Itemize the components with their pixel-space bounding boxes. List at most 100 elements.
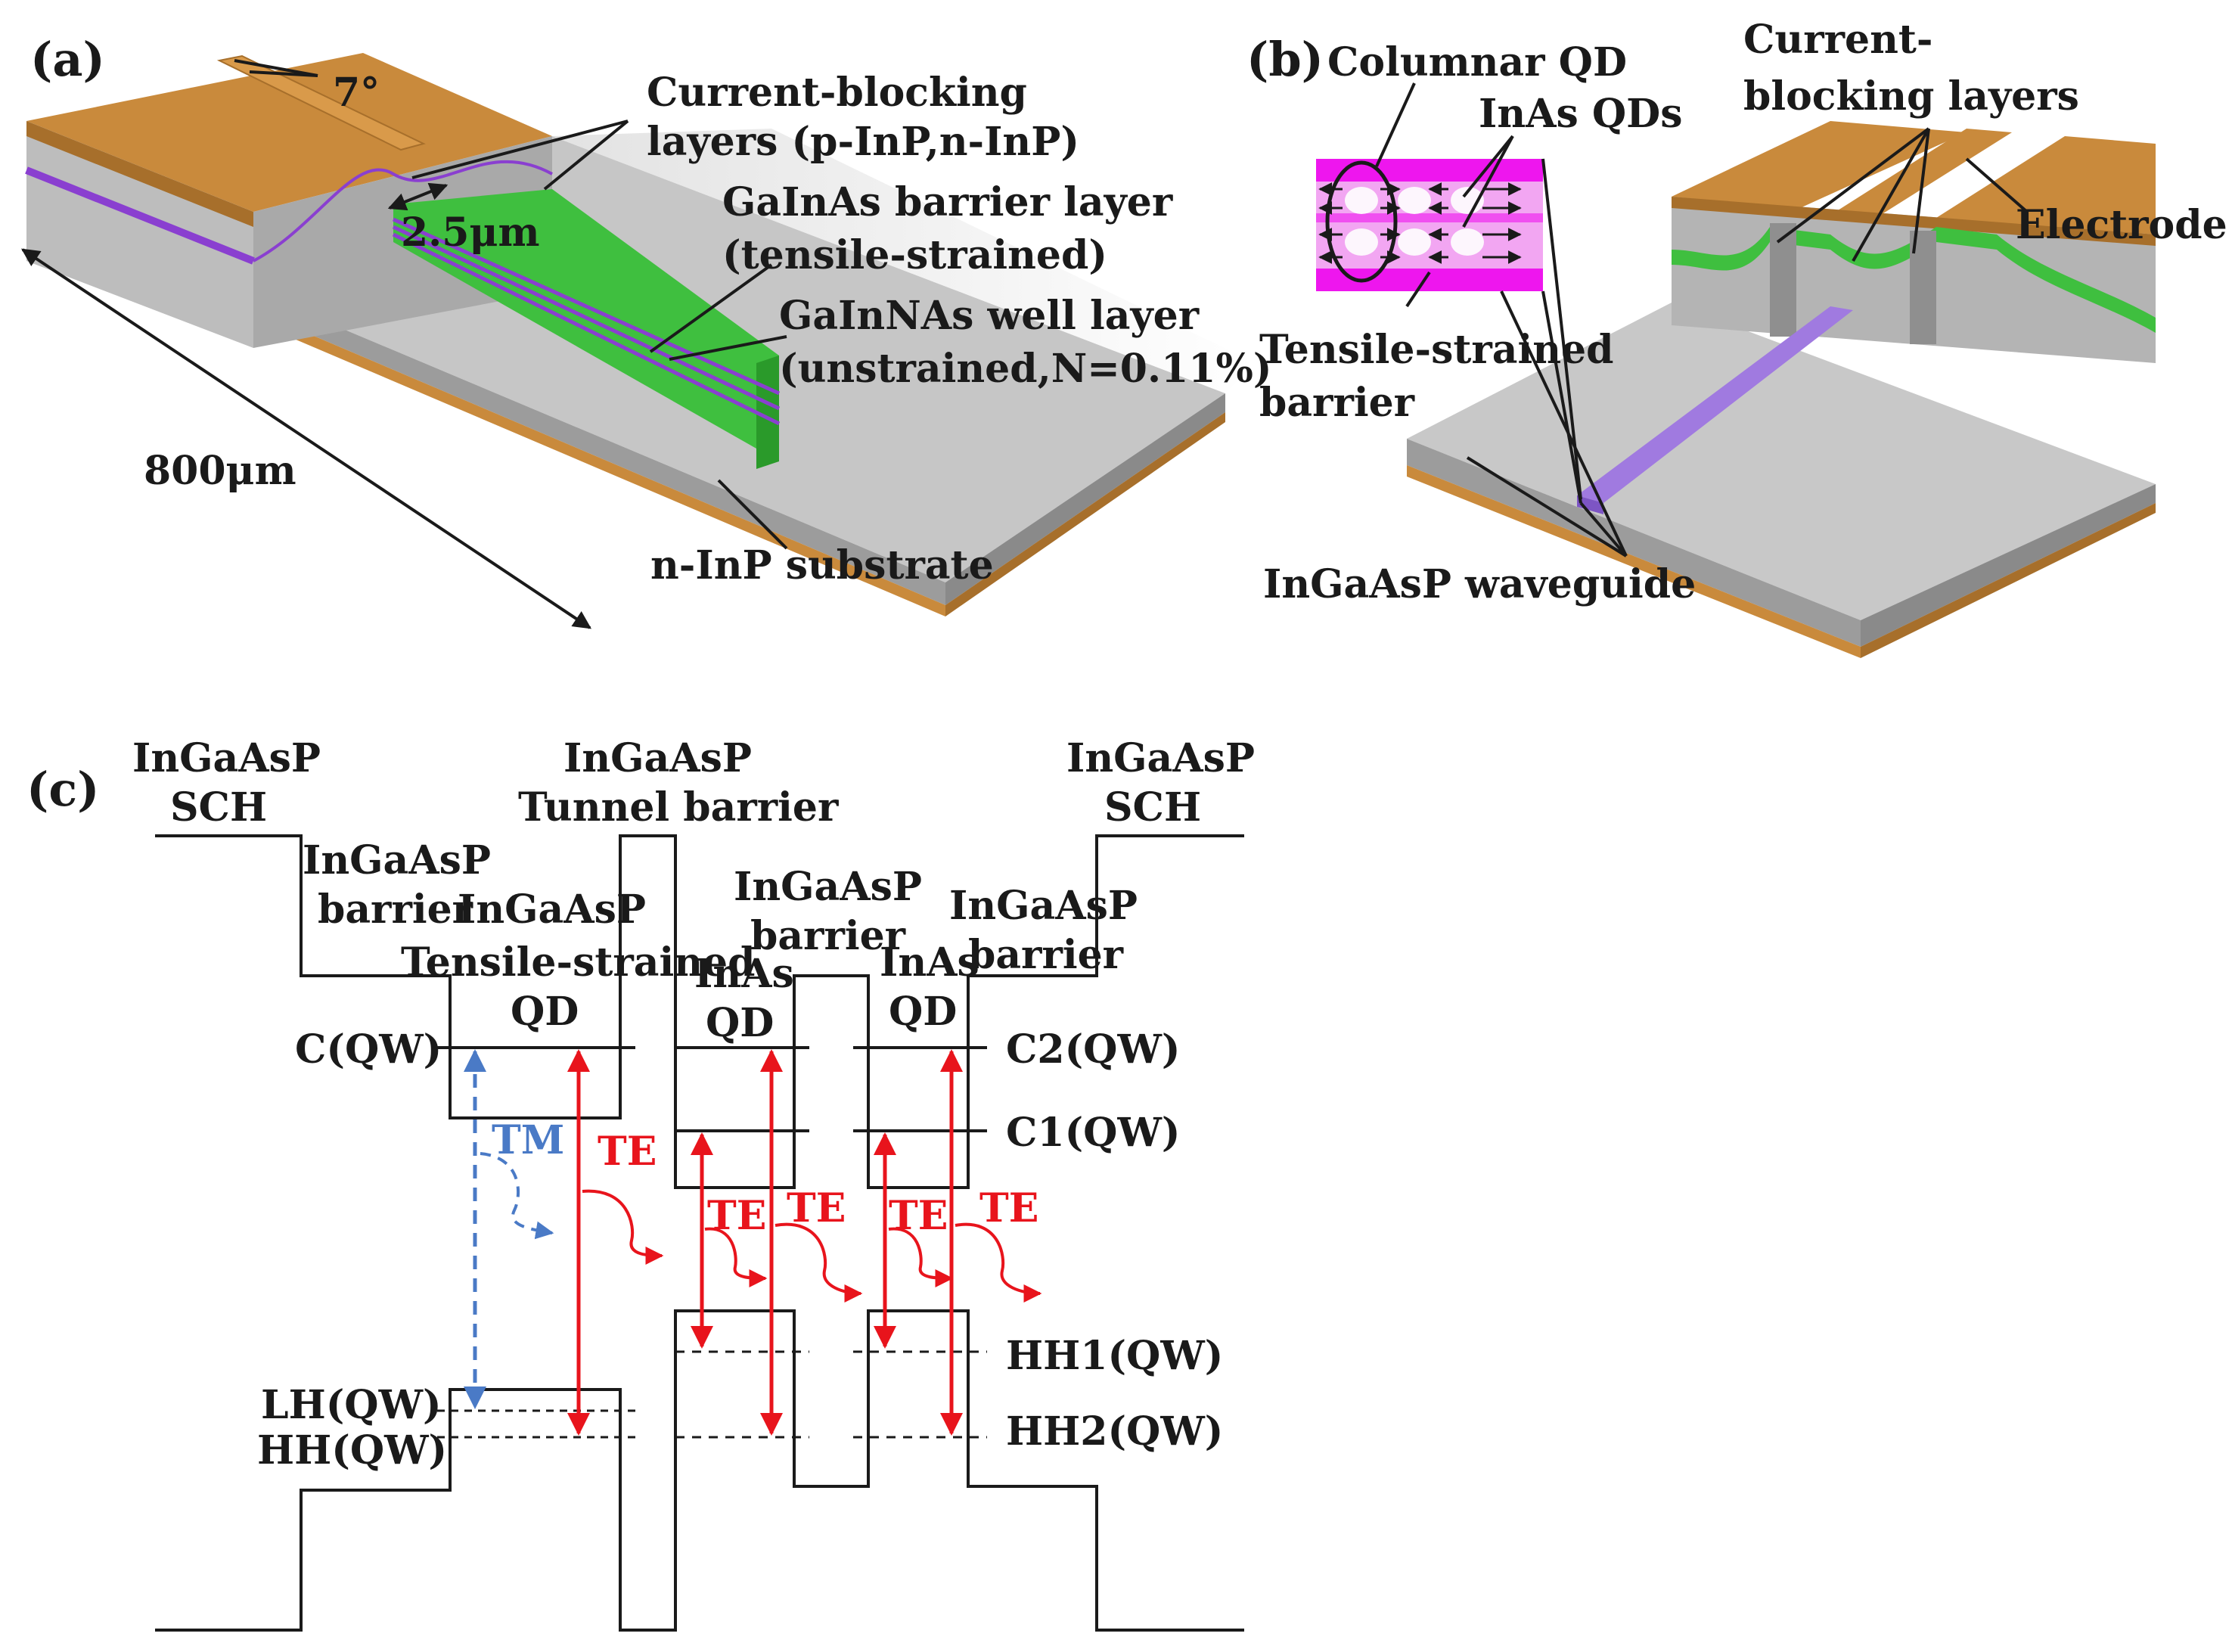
b-substrate-top bbox=[1407, 303, 2156, 620]
sch-left-label-2: SCH bbox=[170, 784, 267, 831]
angle-label: 7° bbox=[333, 70, 380, 116]
te-emission-2 bbox=[704, 1227, 768, 1287]
b-inset-top-barrier bbox=[1316, 159, 1543, 182]
ridge-width-arrow bbox=[387, 182, 449, 211]
leader-cb-1 bbox=[543, 120, 629, 191]
current-blocking-label-2: layers (p-InP,n-InP) bbox=[647, 119, 1079, 165]
panel-a: 7° 2.5μm 800μm (a) Current-blocking laye… bbox=[21, 32, 1271, 629]
te-label-5: TE bbox=[979, 1185, 1038, 1231]
barrier-left-label-2: barrier bbox=[318, 887, 473, 933]
tunnel-barrier-label-1: InGaAsP bbox=[563, 735, 752, 781]
b-inset-to-wg-1 bbox=[1541, 158, 1582, 500]
ridge-width-label: 2.5μm bbox=[401, 210, 540, 256]
tm-label: TM bbox=[492, 1117, 564, 1163]
barrier-mid-label-1: InGaAsP bbox=[734, 864, 922, 910]
b-leader-wg-2 bbox=[1500, 290, 1628, 557]
barrier-left-label-1: InGaAsP bbox=[303, 837, 491, 883]
b-trench-1 bbox=[1770, 223, 1796, 337]
b-current-blocking-label-2: blocking layers bbox=[1743, 73, 2079, 120]
leader-well bbox=[669, 335, 787, 361]
hh-qw-label: HH(QW) bbox=[257, 1427, 447, 1473]
panel-c-label: (c) bbox=[26, 762, 99, 817]
b-mesa-top-right bbox=[1936, 136, 2156, 234]
tensile-qd-label-2: Tensile-strained bbox=[401, 939, 755, 986]
te-label-4: TE bbox=[889, 1193, 948, 1239]
b-inset-to-wg-2 bbox=[1541, 290, 1582, 504]
b-leader-inas-2 bbox=[1462, 135, 1514, 228]
b-leader-cb-1 bbox=[1776, 127, 1930, 244]
b-substrate-right bbox=[1861, 484, 2156, 647]
substrate-label: n-InP substrate bbox=[650, 542, 994, 588]
b-current-blocking-label-1: Current- bbox=[1743, 17, 1932, 63]
te-emission-5 bbox=[955, 1222, 1042, 1303]
inas-qd2-label-1: InAs bbox=[880, 939, 979, 986]
tunnel-barrier-label-2: Tunnel barrier bbox=[518, 784, 839, 831]
tm-emission bbox=[480, 1152, 554, 1240]
waveguide-label: InGaAsP waveguide bbox=[1263, 561, 1696, 607]
inas-qd1-label-2: QD bbox=[706, 1000, 774, 1046]
panel-c: TM TE TE TE TE TE (c) InGaAsP SCH InGaAs… bbox=[26, 735, 1255, 1632]
b-leader-tensile bbox=[1405, 271, 1431, 308]
barrier-right-label-2: barrier bbox=[968, 932, 1124, 978]
b-inset-domes bbox=[1345, 187, 1484, 256]
tensile-barrier-label-1: Tensile-strained bbox=[1259, 327, 1613, 373]
tensile-qd-label-1: InGaAsP bbox=[458, 887, 646, 933]
barrier-mid-label-2: barrier bbox=[750, 913, 906, 959]
b-leader-wg-1 bbox=[1466, 456, 1628, 557]
barrier-layer-label-2: (tensile-strained) bbox=[722, 232, 1107, 278]
b-inset-bottom-barrier bbox=[1316, 269, 1543, 291]
ridge bbox=[216, 54, 426, 151]
b-columnar-qd-ellipse bbox=[1325, 160, 1398, 283]
sch-right-label-2: SCH bbox=[1104, 784, 1201, 831]
b-mesa-orange-edge bbox=[1672, 197, 2156, 246]
hh2-qw-label: HH2(QW) bbox=[1006, 1408, 1223, 1455]
leader-cb-2 bbox=[411, 120, 629, 179]
b-inset-arrows bbox=[1318, 182, 1522, 264]
substrate-right bbox=[945, 393, 1225, 605]
b-substrate-orange bbox=[1407, 465, 1861, 658]
length-arrow bbox=[21, 248, 591, 629]
b-leader-electrode bbox=[1965, 157, 2029, 213]
well-layer-label-2: (unstrained,N=0.11%) bbox=[779, 346, 1271, 392]
inas-qd2-label-2: QD bbox=[889, 989, 957, 1035]
valence-band bbox=[155, 1309, 1244, 1632]
fade-region bbox=[552, 129, 1256, 393]
panel-b-label: (b) bbox=[1246, 32, 1324, 87]
conduction-band bbox=[155, 834, 1244, 1189]
b-leader-wg-3 bbox=[1579, 502, 1628, 557]
barrier-right-label-1: InGaAsP bbox=[949, 883, 1138, 929]
substrate-orange-edge-right bbox=[945, 412, 1225, 616]
leader-substrate bbox=[717, 479, 788, 550]
well-layer-label-1: GaInNAs well layer bbox=[779, 293, 1200, 339]
c2-qw-label: C2(QW) bbox=[1006, 1026, 1180, 1073]
inas-qd1-label-1: InAs bbox=[694, 951, 794, 997]
mesa-well-line bbox=[25, 166, 255, 265]
b-inset-mid-barrier bbox=[1316, 213, 1543, 222]
b-substrate-orange-right bbox=[1861, 503, 2156, 658]
panel-a-label: (a) bbox=[30, 32, 105, 87]
current-blocking-label-1: Current-blocking bbox=[647, 70, 1027, 116]
tensile-qd-label-3: QD bbox=[511, 989, 579, 1035]
mesa-top-electrode bbox=[26, 53, 552, 212]
blocking-wave bbox=[253, 160, 553, 262]
leader-barrier bbox=[649, 263, 773, 353]
electrode-label: Electrode bbox=[2016, 202, 2227, 248]
te-emission-4 bbox=[888, 1227, 954, 1287]
sch-left-label-1: InGaAsP bbox=[132, 735, 321, 781]
b-leader-cb-3 bbox=[1912, 128, 1930, 254]
c1-qw-label: C1(QW) bbox=[1006, 1110, 1180, 1156]
b-leader-columnar bbox=[1375, 82, 1416, 167]
b-waveguide bbox=[1577, 306, 1853, 503]
sch-right-label-1: InGaAsP bbox=[1066, 735, 1255, 781]
b-mesa-top-left bbox=[1672, 121, 1967, 208]
tensile-barrier-label-2: barrier bbox=[1259, 380, 1415, 426]
te-label-1: TE bbox=[598, 1129, 657, 1175]
hh1-qw-label: HH1(QW) bbox=[1006, 1333, 1223, 1379]
mesa-front-orange bbox=[26, 121, 253, 227]
b-leader-cb-2 bbox=[1852, 128, 1930, 262]
angle-line-1 bbox=[234, 59, 318, 77]
lh-qw-label: LH(QW) bbox=[261, 1382, 442, 1428]
b-leader-inas-1 bbox=[1462, 135, 1514, 198]
angle-line-2 bbox=[249, 70, 318, 77]
